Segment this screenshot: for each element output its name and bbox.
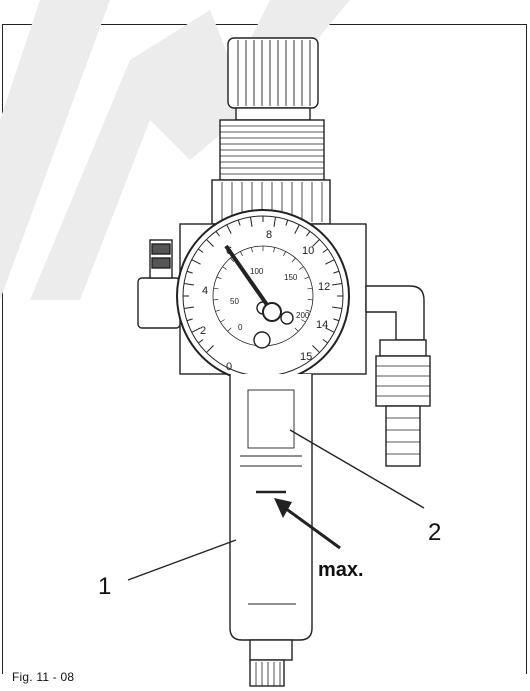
gauge-inner-tick (220, 319, 225, 323)
gauge-inner-tick (294, 327, 299, 332)
gauge-tick (332, 306, 343, 310)
gauge-tick (215, 230, 220, 237)
gauge-tick (306, 230, 311, 237)
gauge-label-14: 14 (316, 319, 328, 331)
callout-max: max. (318, 559, 364, 581)
gauge-inner-tick (305, 309, 311, 312)
gauge-label-0: 0 (226, 361, 232, 373)
gauge-inner-50: 50 (230, 297, 239, 306)
left-valve (137, 239, 181, 329)
gauge-tick (312, 345, 320, 353)
gauge-inner-100: 100 (250, 267, 264, 276)
gauge-tick (294, 224, 300, 234)
gauge-inner-tick (299, 266, 304, 270)
gauge-tick (273, 216, 277, 227)
gauge-label-4: 4 (202, 285, 208, 297)
gauge-tick (191, 259, 201, 265)
gauge-tick (312, 239, 320, 247)
gauge-label-15: 15 (300, 351, 312, 363)
callout-part-1: 1 (98, 573, 111, 600)
gauge-tick (237, 219, 241, 226)
gauge-tick (322, 248, 329, 253)
figure-caption: Fig. 11 - 08 (12, 670, 75, 684)
gauge-tick (197, 248, 204, 253)
gauge-tick (285, 219, 289, 226)
gauge-inner-tick (215, 309, 221, 312)
gauge-numbers: 0 2 4 6 8 10 12 14 15 0 50 100 150 200 (200, 229, 330, 373)
pressure-gauge (176, 209, 350, 383)
gauge-inner-tick (304, 276, 310, 280)
gauge-inner-tick (291, 257, 296, 263)
gauge-tick (325, 259, 335, 265)
gauge-inner-tick (307, 287, 313, 290)
gauge-tick (206, 239, 214, 247)
gauge-inner-tick (216, 276, 222, 280)
adjuster-knob (227, 37, 319, 121)
gauge-tick (325, 327, 335, 333)
gauge-label-10: 10 (302, 245, 314, 257)
gauge-inner-tick (301, 319, 306, 323)
gauge-tick (226, 224, 232, 234)
gauge-inner-150: 150 (284, 273, 298, 282)
gauge-needle (224, 244, 282, 322)
gauge-inner-tick (250, 247, 253, 253)
threaded-neck (211, 119, 331, 225)
right-elbow-fitting (365, 285, 431, 467)
gauge-tick (186, 318, 193, 322)
gauge-tick (333, 270, 340, 274)
gauge-label-2: 2 (200, 325, 206, 337)
gauge-inner-tick (273, 247, 276, 253)
gauge-tick (197, 339, 204, 344)
gauge-tick (183, 306, 194, 310)
gauge-tick (249, 216, 253, 227)
gauge-label-12: 12 (318, 281, 330, 293)
gauge-inner-tick (239, 251, 243, 257)
gauge-label-8: 8 (266, 229, 272, 241)
gauge-inner-tick (230, 257, 235, 263)
gauge-tick (191, 327, 201, 333)
gauge-tick (333, 318, 340, 322)
gauge-inner-tick (283, 251, 287, 257)
gauge-tick (183, 282, 194, 286)
gauge-tick (186, 270, 193, 274)
gauge-inner-tick (213, 287, 219, 290)
gauge-inner-tick (222, 266, 227, 270)
gauge-tick (332, 282, 343, 286)
gauge-tick (322, 339, 329, 344)
gauge-label-6: 6 (226, 245, 232, 257)
leader-lines (127, 429, 425, 581)
filter-bowl (229, 374, 313, 687)
gauge-inner-0: 0 (238, 323, 243, 332)
callout-part-2: 2 (428, 519, 441, 546)
gauge-inner-200: 200 (296, 311, 310, 320)
gauge-tick (206, 345, 214, 353)
gauge-inner-tick (227, 327, 232, 332)
